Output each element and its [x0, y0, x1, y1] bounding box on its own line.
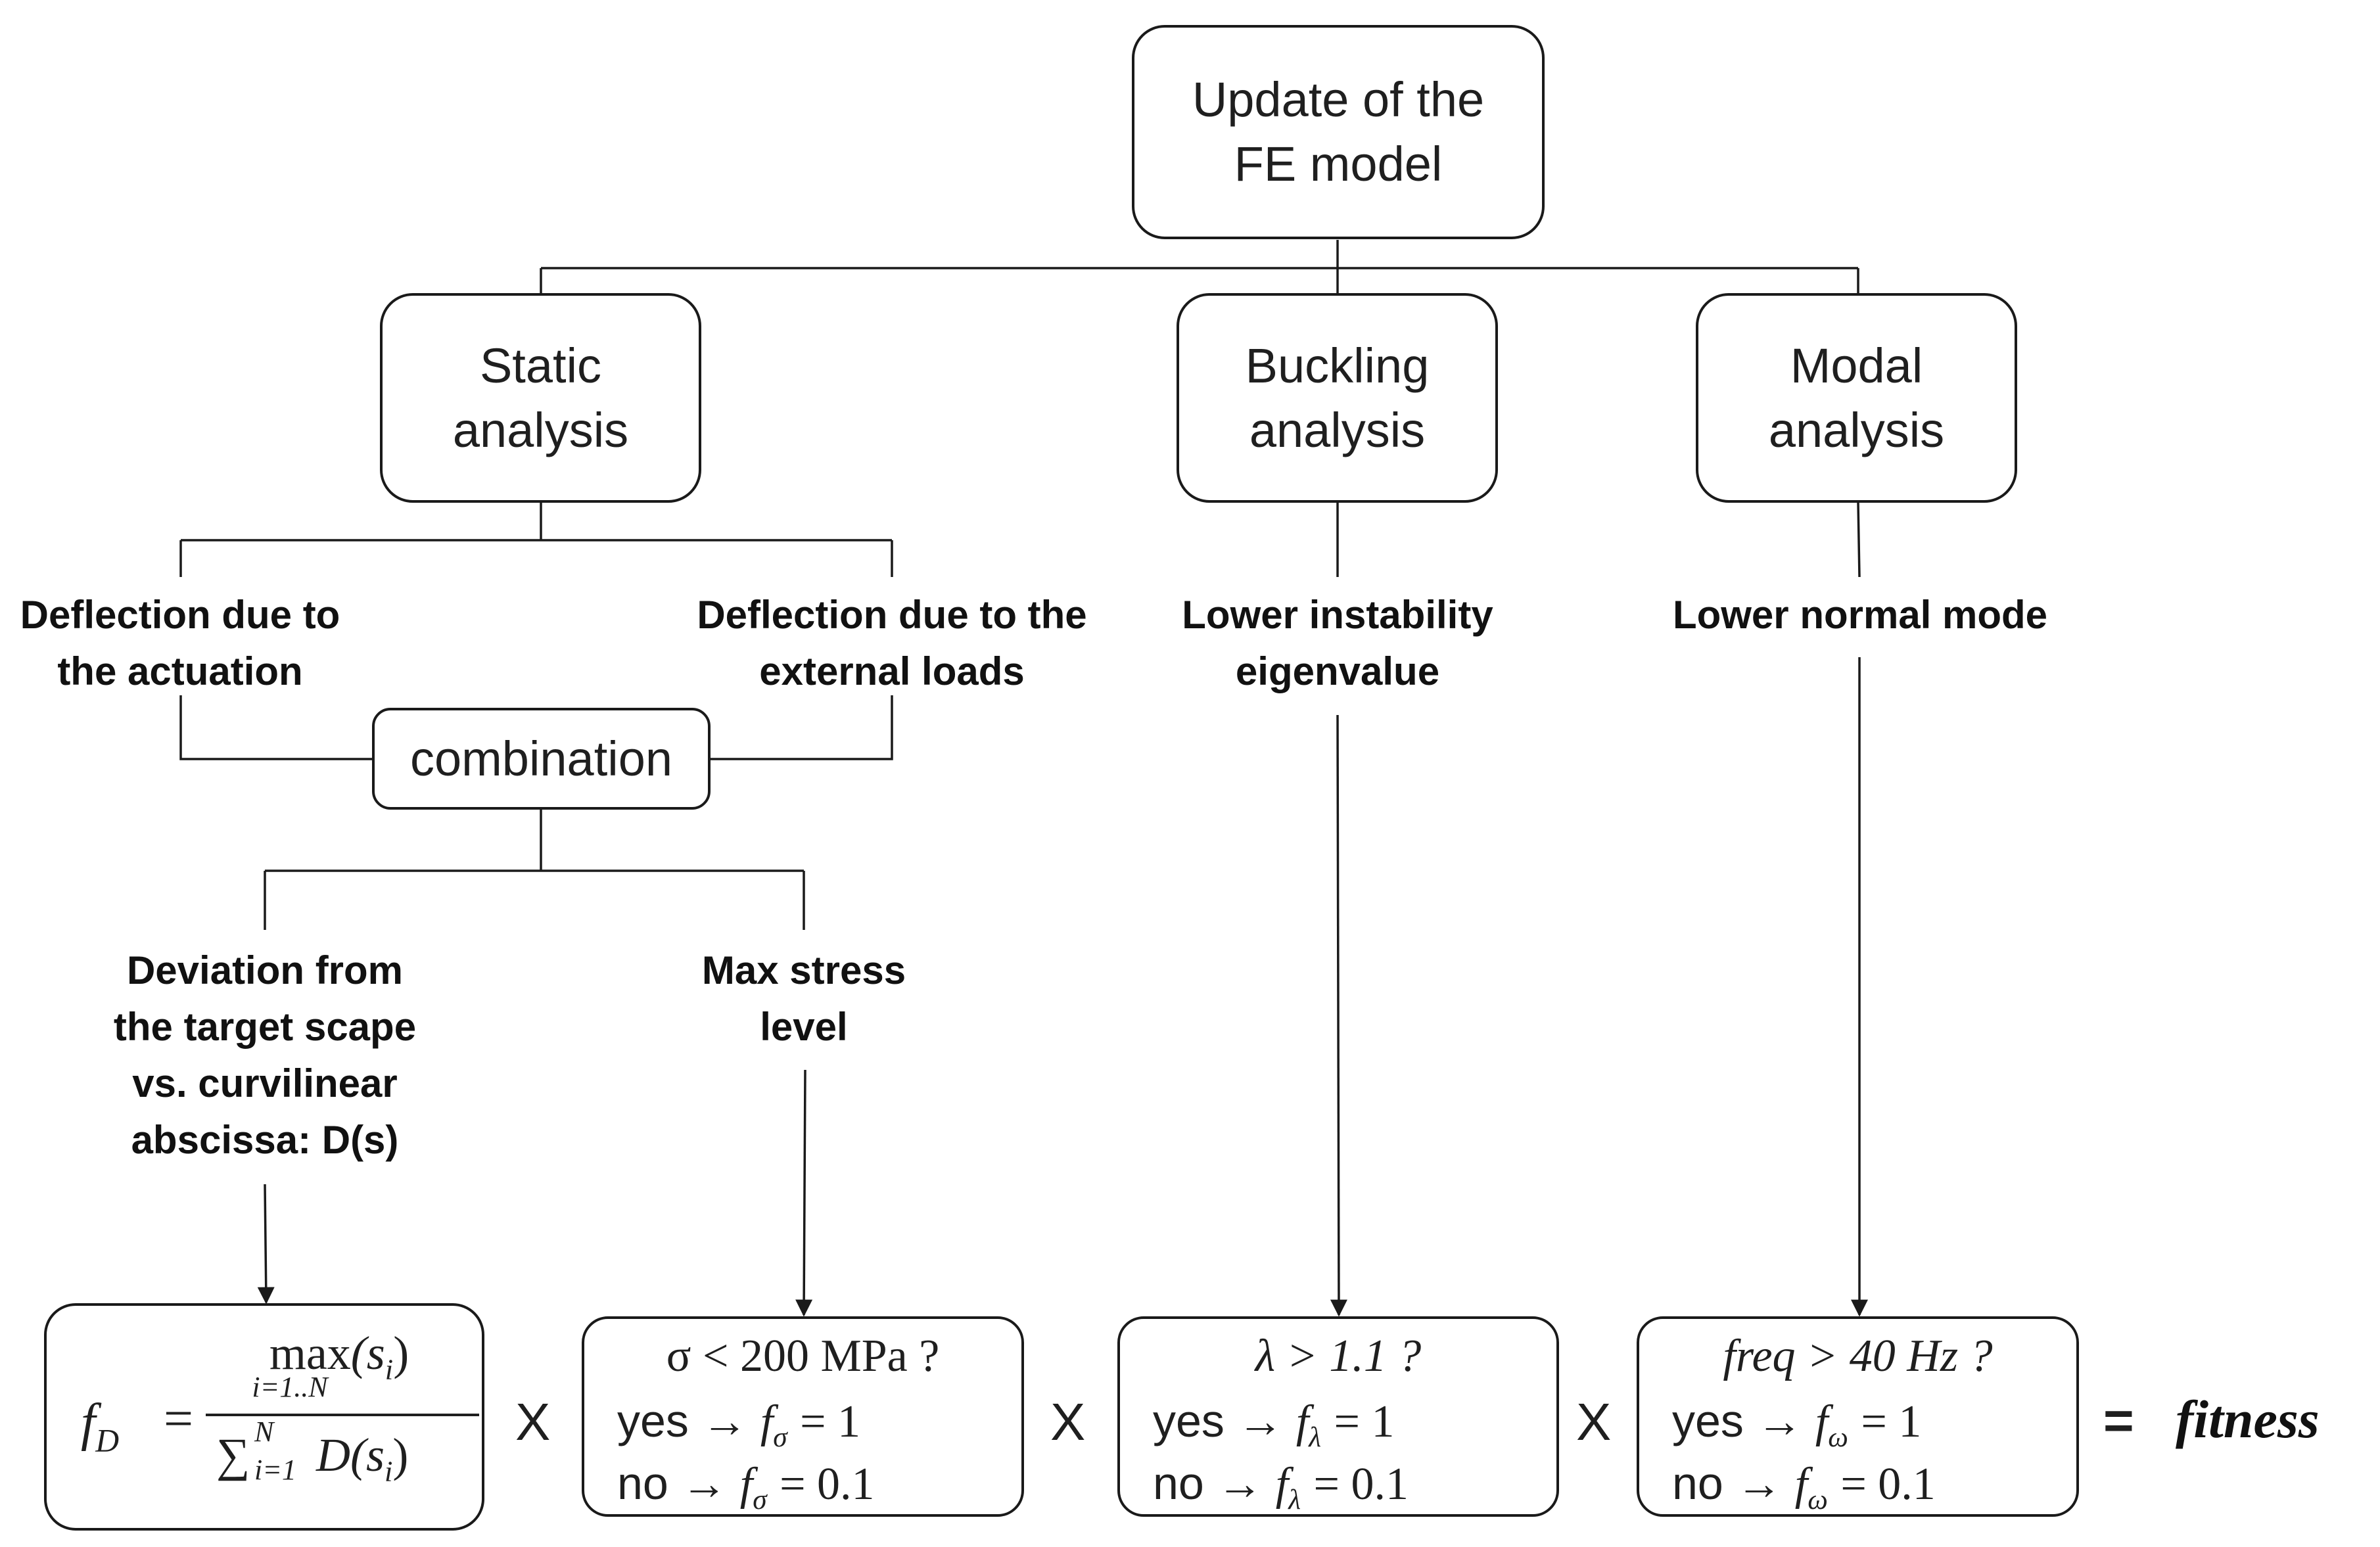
fd-denominator: ∑ N i=1 D(si): [203, 1416, 486, 1501]
node-buckling-line2: analysis: [1249, 402, 1426, 457]
fd-den-arg-text: D(s: [316, 1429, 385, 1481]
label-deviation: Deviation from the target scape vs. curv…: [68, 942, 462, 1168]
node-static-analysis: Static analysis: [380, 293, 701, 503]
label-deflection-external-line2: external loads: [759, 649, 1025, 693]
fd-den-close: ): [392, 1429, 409, 1481]
fd-fraction-bar: [206, 1414, 479, 1416]
condition-modal-no-prefix: no →: [1672, 1458, 1783, 1509]
fitness-result: fitness: [2176, 1389, 2320, 1449]
label-max-stress-line1: Max stress: [701, 948, 906, 992]
fd-max-arg: (s: [350, 1327, 385, 1379]
condition-stress-no-f: fσ: [739, 1459, 767, 1516]
condition-buckling-yes-prefix: yes →: [1153, 1395, 1284, 1446]
equals-operator: =: [2103, 1391, 2134, 1450]
condition-modal-no-f: fω: [1794, 1459, 1828, 1516]
condition-modal-no-val: = 0.1: [1840, 1459, 1936, 1510]
label-lower-instability-line2: eigenvalue: [1235, 649, 1440, 693]
arrow-deviation-to-fd: [257, 1184, 275, 1305]
label-deflection-actuation-line1: Deflection due to: [20, 593, 340, 637]
node-static-line2: analysis: [452, 402, 629, 457]
fd-den-arg: D(si): [316, 1425, 408, 1501]
label-lower-normal-mode: Lower normal mode: [1630, 587, 2090, 643]
node-combination: combination: [372, 708, 711, 810]
condition-stress-yes-f: fσ: [760, 1397, 787, 1454]
arrow-stress-to-condition: [795, 1069, 813, 1317]
fd-max-arg-sub: i: [385, 1352, 394, 1386]
label-deflection-external: Deflection due to the external loads: [675, 587, 1109, 700]
condition-stress-box: σ < 200 MPa ? yes → fσ = 1 no → fσ = 0.1: [582, 1316, 1024, 1517]
formula-fd: fD = max(si) i=1..N ∑ N i=1 D(si): [47, 1306, 482, 1528]
label-deviation-line4: abscissa: D(s): [131, 1118, 399, 1162]
condition-stress-yes-prefix: yes →: [617, 1395, 748, 1446]
label-deviation-line1: Deviation from: [126, 948, 404, 992]
fd-max-sub: i=1..N: [252, 1371, 328, 1403]
condition-buckling-no: no → fλ = 0.1: [1153, 1454, 1409, 1529]
fd-equals: =: [164, 1390, 194, 1448]
label-lower-normal-mode-text: Lower normal mode: [1672, 593, 2048, 637]
condition-modal-box: freq > 40 Hz ? yes → fω = 1 no → fω = 0.…: [1637, 1316, 2079, 1517]
condition-buckling-yes-val: = 1: [1334, 1397, 1395, 1447]
condition-stress-no: no → fσ = 0.1: [617, 1454, 875, 1529]
condition-buckling-yes: yes → fλ = 1: [1153, 1391, 1395, 1467]
times-operator-3: X: [1576, 1393, 1612, 1451]
condition-modal-yes-f: fω: [1815, 1397, 1848, 1454]
label-deflection-actuation-line2: the actuation: [57, 649, 303, 693]
node-update-fe-model-line2: FE model: [1234, 137, 1443, 191]
fd-lhs: fD: [81, 1390, 119, 1473]
condition-buckling-question: λ > 1.1 ?: [1255, 1331, 1422, 1381]
condition-stress-no-prefix: no →: [617, 1458, 728, 1509]
condition-stress-question: σ < 200 MPa ?: [666, 1331, 940, 1381]
fd-den-arg-sub: i: [385, 1454, 393, 1488]
condition-stress-yes: yes → fσ = 1: [617, 1391, 860, 1467]
condition-buckling-no-prefix: no →: [1153, 1458, 1263, 1509]
formula-fd-box: fD = max(si) i=1..N ∑ N i=1 D(si): [44, 1303, 484, 1531]
condition-buckling-no-val: = 0.1: [1313, 1459, 1409, 1510]
label-lower-instability: Lower instability eigenvalue: [1154, 587, 1522, 700]
label-max-stress-line2: level: [760, 1005, 848, 1049]
fd-sum-sub: i=1: [254, 1454, 296, 1486]
edge-actuation-to-combination: [179, 695, 373, 760]
fd-lhs-sub: D: [95, 1422, 120, 1459]
condition-buckling-yes-f: fλ: [1295, 1397, 1322, 1454]
fd-sum-sup: N: [254, 1416, 274, 1448]
condition-modal-no: no → fω = 0.1: [1672, 1454, 1936, 1529]
label-lower-instability-line1: Lower instability: [1182, 593, 1493, 637]
fd-numerator: max(si) i=1..N: [208, 1327, 471, 1406]
label-deflection-external-line1: Deflection due to the: [697, 593, 1087, 637]
condition-stress-yes-val: = 1: [800, 1397, 861, 1447]
node-buckling-analysis: Buckling analysis: [1177, 293, 1498, 503]
fd-max-close: ): [393, 1327, 409, 1379]
label-deflection-actuation: Deflection due to the actuation: [0, 587, 360, 700]
condition-modal-yes-prefix: yes →: [1672, 1395, 1803, 1446]
times-operator-2: X: [1050, 1393, 1086, 1451]
node-update-fe-model: Update of the FE model: [1132, 25, 1545, 239]
node-buckling-line1: Buckling: [1245, 338, 1430, 393]
arrow-instability-to-condition: [1330, 714, 1347, 1317]
condition-modal-question: freq > 40 Hz ?: [1723, 1331, 1993, 1381]
condition-modal-yes: yes → fω = 1: [1672, 1391, 1921, 1467]
fd-sum: ∑: [216, 1429, 250, 1481]
fd-max-op: max: [269, 1327, 351, 1379]
condition-buckling-no-f: fλ: [1275, 1459, 1301, 1516]
fd-lhs-f: f: [81, 1394, 96, 1452]
node-static-line1: Static: [479, 338, 602, 393]
label-deviation-line3: vs. curvilinear: [132, 1061, 398, 1105]
node-combination-label: combination: [409, 731, 672, 786]
label-deviation-line2: the target scape: [113, 1005, 417, 1049]
condition-buckling-box: λ > 1.1 ? yes → fλ = 1 no → fλ = 0.1: [1117, 1316, 1559, 1517]
node-modal-line2: analysis: [1768, 402, 1945, 457]
label-max-stress: Max stress level: [672, 942, 935, 1055]
node-modal-line1: Modal: [1790, 338, 1923, 393]
node-modal-analysis: Modal analysis: [1696, 293, 2017, 503]
node-update-fe-model-line1: Update of the: [1192, 72, 1485, 127]
condition-stress-no-val: = 0.1: [780, 1459, 875, 1510]
times-operator-1: X: [515, 1393, 551, 1451]
edge-modal-to-label: [1857, 502, 1861, 578]
edge-external-to-combination: [710, 695, 893, 760]
condition-modal-yes-val: = 1: [1861, 1397, 1922, 1447]
